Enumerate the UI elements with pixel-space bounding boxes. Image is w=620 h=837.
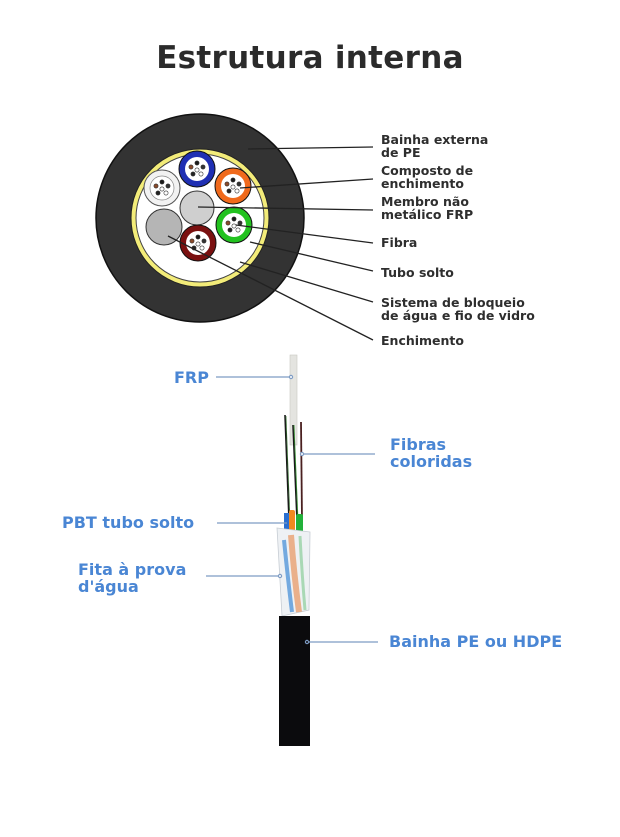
cable-side-view	[206, 354, 378, 746]
fiber-dot	[234, 188, 240, 194]
fiber-black	[284, 414, 290, 521]
fiber-dot	[159, 186, 165, 192]
label-line: Enchimento	[381, 333, 464, 348]
fiber-dot	[231, 223, 237, 229]
tape-blue-strand	[282, 539, 294, 613]
leader-dot	[299, 451, 305, 457]
fiber-green-2	[293, 424, 299, 521]
label-pbt-loose-tube: PBT tubo solto	[62, 513, 195, 532]
label-line: Fibras	[390, 435, 447, 454]
fiber-dot	[230, 177, 236, 183]
fiber-dot	[195, 241, 201, 247]
label-line: Tubo solto	[381, 265, 454, 280]
fiber-dot	[231, 216, 237, 222]
label-line: enchimento	[381, 176, 464, 191]
leader-dot	[277, 573, 283, 579]
page-title: Estrutura interna	[156, 40, 464, 76]
label-line: d'água	[78, 577, 139, 596]
fiber-dot	[188, 164, 194, 170]
label-line: Sistema de bloqueio	[381, 295, 525, 310]
fiber-dot	[227, 227, 233, 233]
leader-line	[239, 261, 374, 303]
cross-section-leaders	[167, 146, 374, 341]
fiber-brown	[300, 421, 303, 521]
label-water-blocking-system: Sistema de bloqueio de água e fio de vid…	[381, 296, 535, 322]
leader-line	[167, 235, 374, 341]
fiber-dot	[163, 190, 169, 196]
label-line: Composto de	[381, 163, 474, 178]
fibers	[153, 160, 243, 251]
fiber-dot	[155, 190, 161, 196]
fiber-dot	[225, 220, 231, 226]
label-frp: FRP	[174, 368, 209, 387]
fiber-dot	[165, 183, 171, 189]
label-line: coloridas	[390, 452, 473, 471]
cable-cross-section	[95, 113, 374, 341]
fiber-dot	[235, 227, 241, 233]
label-line: Bainha externa	[381, 132, 489, 147]
fiber-dot	[224, 181, 230, 187]
fiber-dot	[194, 160, 200, 166]
fiber-dot	[189, 238, 195, 244]
fiber-dot	[236, 181, 242, 187]
label-line: metálico FRP	[381, 207, 474, 222]
fiber-dot	[195, 234, 201, 240]
fiber-dot	[153, 183, 159, 189]
fiber-dot	[194, 167, 200, 173]
leader-line	[235, 224, 374, 244]
fiber-green	[285, 415, 291, 521]
fiber-dot	[237, 220, 243, 226]
label-frp-member: Membro não metálico FRP	[381, 195, 473, 221]
label-colored-fibers: Fibras coloridas	[390, 436, 472, 470]
label-water-blocking-tape: Fita à prova d'água	[78, 561, 186, 595]
tape-green-strand	[298, 535, 307, 611]
fiber-dot	[199, 245, 205, 251]
leader-line	[249, 241, 374, 272]
side-view-leaders	[206, 374, 378, 645]
pe-sheath	[279, 616, 310, 746]
fiber-dot	[198, 171, 204, 177]
label-line: de água e fio de vidro	[381, 308, 535, 323]
leader-line	[197, 206, 374, 211]
label-line: de PE	[381, 145, 421, 160]
label-filler: Enchimento	[381, 334, 464, 347]
pbt-tube-orange	[289, 510, 295, 534]
label-loose-tube: Tubo solto	[381, 266, 454, 279]
fiber-dot	[200, 164, 206, 170]
label-line: Fibra	[381, 235, 418, 250]
leader-dot	[304, 639, 310, 645]
filler-rod	[145, 208, 183, 246]
label-fiber: Fibra	[381, 236, 417, 249]
fiber-dot	[230, 184, 236, 190]
central-frp-member	[179, 190, 215, 226]
fiber-black-2	[292, 424, 298, 521]
fiber-dot	[226, 188, 232, 194]
fiber-dot	[159, 179, 165, 185]
fiber-dot	[190, 171, 196, 177]
leader-dot	[288, 374, 294, 380]
fiber-dot	[201, 238, 207, 244]
label-filling-compound: Composto de enchimento	[381, 164, 473, 190]
label-line: Fita à prova	[78, 560, 187, 579]
label-line: Membro não	[381, 194, 469, 209]
tape-orange-strand	[288, 534, 302, 613]
leader-line	[239, 178, 374, 189]
leader-line	[247, 146, 374, 150]
pbt-tube-green	[296, 514, 303, 534]
label-outer-pe-sheath: Bainha externa de PE	[381, 133, 488, 159]
label-pe-hdpe-sheath: Bainha PE ou HDPE	[389, 632, 563, 651]
